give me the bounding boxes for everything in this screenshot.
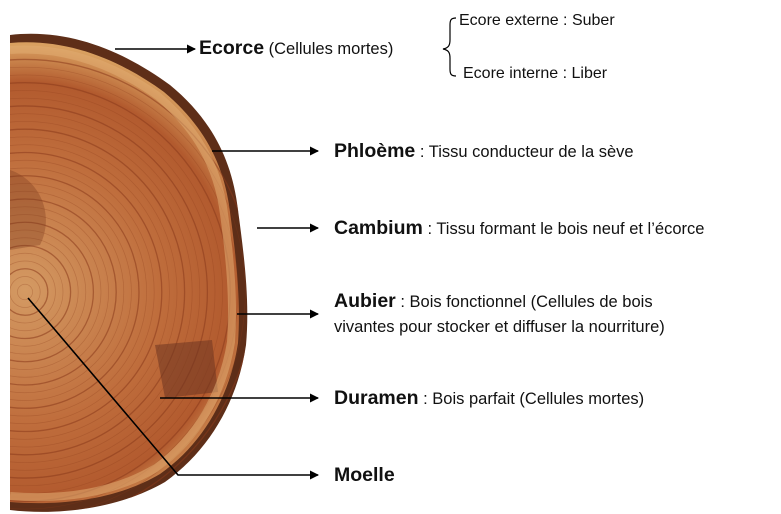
- duramen-desc: : Bois parfait (Cellules mortes): [423, 390, 644, 408]
- label-ecorce-externe: Ecore externe : Suber: [459, 11, 615, 31]
- moelle-term: Moelle: [334, 464, 395, 486]
- log-cross-section: [0, 34, 253, 514]
- label-aubier-line2: vivantes pour stocker et diffuser la nou…: [334, 317, 665, 337]
- label-cambium: Cambium : Tissu formant le bois neuf et …: [334, 218, 704, 239]
- aubier-desc: : Bois fonctionnel (Cellules de bois: [400, 293, 652, 311]
- label-ecorce-interne: Ecore interne : Liber: [463, 64, 607, 84]
- label-aubier: Aubier : Bois fonctionnel (Cellules de b…: [334, 291, 653, 312]
- phloeme-term: Phloème: [334, 140, 415, 162]
- ecorce-desc: (Cellules mortes): [269, 40, 394, 58]
- duramen-term: Duramen: [334, 387, 419, 409]
- label-phloeme: Phloème : Tissu conducteur de la sève: [334, 141, 634, 162]
- label-ecorce: Ecorce (Cellules mortes): [199, 38, 393, 59]
- label-duramen: Duramen : Bois parfait (Cellules mortes): [334, 388, 644, 409]
- phloeme-desc: : Tissu conducteur de la sève: [420, 143, 634, 161]
- ecorce-term: Ecorce: [199, 37, 264, 59]
- dark-knot-patch: [155, 340, 218, 398]
- label-moelle: Moelle: [334, 465, 395, 486]
- cambium-term: Cambium: [334, 217, 423, 239]
- cambium-desc: : Tissu formant le bois neuf et l’écorce: [427, 220, 704, 238]
- ecorce-brace: [443, 18, 456, 76]
- aubier-term: Aubier: [334, 290, 396, 312]
